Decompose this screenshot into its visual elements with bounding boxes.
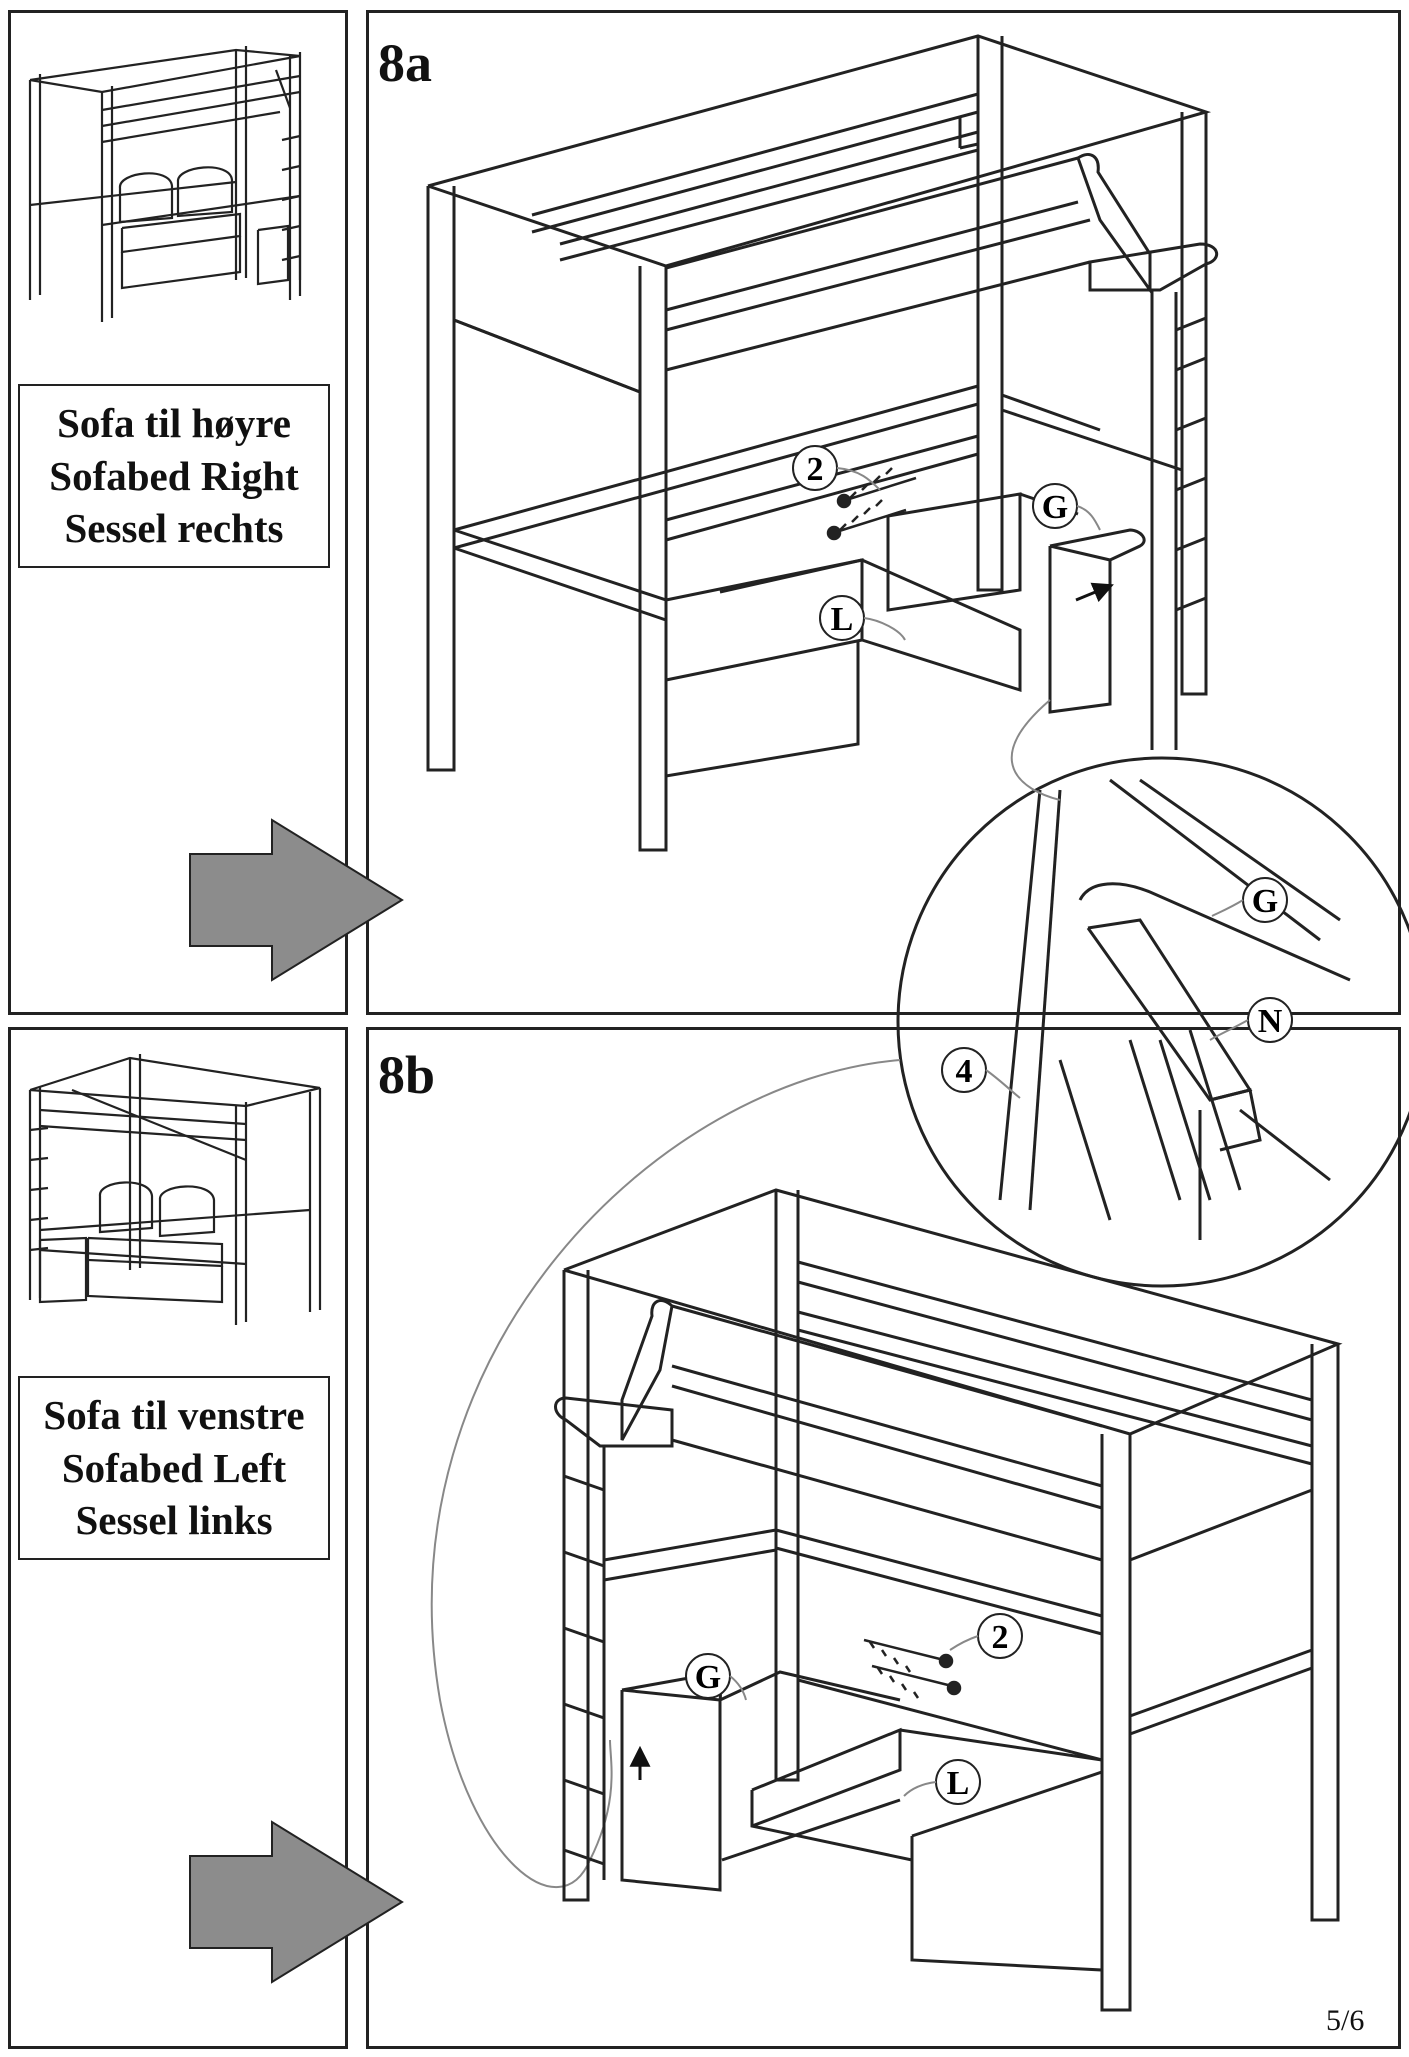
bed-illustration-8b (554, 1188, 1343, 2012)
variant-line-de: Sessel rechts (64, 505, 284, 552)
bed-illustration-8a (426, 34, 1218, 852)
part-label-g-8b: G (695, 1659, 721, 1696)
thumbnail-sofa-left (28, 1054, 322, 1325)
variant-line-no: Sofa til høyre (57, 400, 291, 447)
variant-caption-right: Sofa til høyre Sofabed Right Sessel rech… (18, 384, 330, 568)
part-label-n-detail: N (1258, 1003, 1283, 1040)
screws-8a (826, 467, 917, 541)
step-panel-b (366, 1027, 1401, 2049)
detail-zoom-circle (896, 756, 1409, 1288)
grey-arrow-a (189, 818, 404, 982)
variant-line-de: Sessel links (75, 1497, 273, 1544)
part-label-circles (685, 445, 1293, 1805)
connector-curve-8a (1010, 699, 1061, 801)
thumbnail-sofa-right (28, 46, 302, 322)
variant-line-en: Sofabed Left (61, 1444, 287, 1491)
screws-8b (863, 1638, 962, 1699)
part-label-dowels-detail: 4 (956, 1053, 973, 1090)
part-label-g-detail: G (1252, 883, 1278, 920)
variant-caption-left: Sofa til venstre Sofabed Left Sessel lin… (18, 1376, 330, 1560)
part-label-l-8a: L (831, 601, 854, 638)
part-label-l-8b: L (947, 1765, 970, 1802)
connector-curve-8b (430, 1059, 901, 1889)
step-title-8a: 8a (378, 33, 432, 93)
step-title-8b: 8b (378, 1045, 436, 1105)
part-label-leaders (729, 467, 1249, 1797)
grey-arrow-b (189, 1820, 404, 1984)
variant-line-no: Sofa til venstre (43, 1392, 305, 1439)
part-label-screws-8b: 2 (992, 1619, 1009, 1656)
part-label-g-8a: G (1042, 489, 1068, 526)
part-label-screws-8a: 2 (807, 451, 824, 488)
insert-arrow-8a (1075, 582, 1114, 603)
page-number: 5/6 (1326, 2004, 1365, 2037)
step-panel-a (366, 10, 1401, 1015)
variant-line-en: Sofabed Right (49, 452, 299, 499)
